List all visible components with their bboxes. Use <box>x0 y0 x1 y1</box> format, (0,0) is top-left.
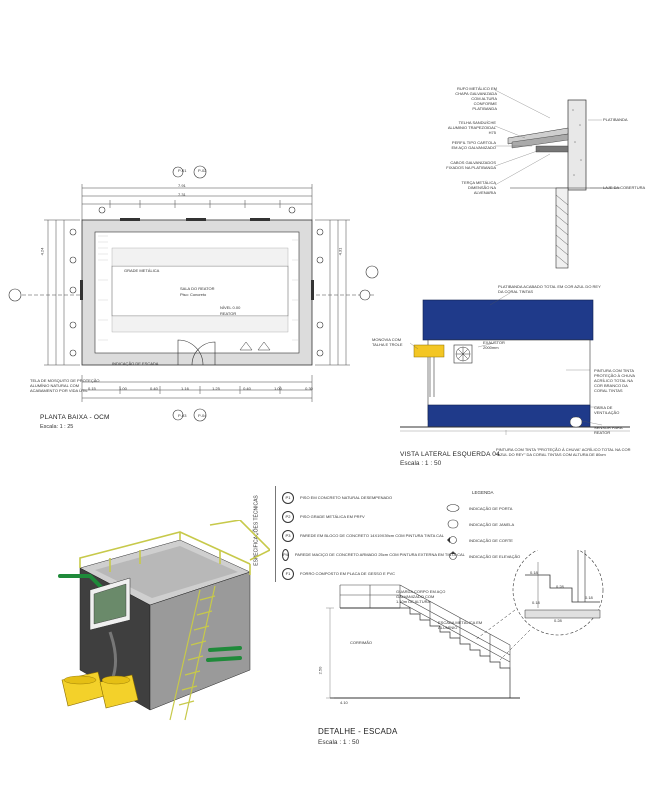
stair-dim-height: 2.50 <box>317 666 323 675</box>
spec-item: F1 FORRO COMPOSTO EM PLACA DE GESSO E PV… <box>282 564 452 583</box>
bottom-dim: 0.30 <box>305 386 313 391</box>
legend-item: INDICAÇÃO DE ELEVAÇÃO <box>445 548 565 564</box>
legend-list: INDICAÇÃO DE PORTA INDICAÇÃO DE JANELA I… <box>445 500 565 564</box>
elevation-label-exhaust: EXAUSTOR 2000mm <box>483 340 505 350</box>
building-3d-render <box>58 520 270 721</box>
elevation-label-vent: CAIXA DE VENTILAÇÃO <box>594 405 620 415</box>
side-dim-right: 4.31 <box>337 247 343 256</box>
elevation-label-base: PINTURA COM TINTA "PROTEÇÃO À CHUVA" ACR… <box>496 447 631 457</box>
inner-width-dim: 7.31 <box>178 192 186 197</box>
elevation-scale: Escala : 1 : 50 <box>400 460 442 467</box>
side-dim-left: 4.24 <box>39 247 45 256</box>
section-label: P-04 <box>198 413 207 418</box>
stair-detail-drawing <box>326 550 604 699</box>
side-elevation-drawing <box>400 292 630 435</box>
stair-dim-total: 4.10 <box>340 700 348 705</box>
legend-item: INDICAÇÃO DE CORTE <box>445 532 565 548</box>
elevation-label-monorail: MONOVIA COM TALHA E TROLE <box>372 337 403 347</box>
section-label: P-03 <box>178 413 187 418</box>
room-name: SALA DO REATOR <box>180 286 215 291</box>
spec-item: P4 PAREDE MACIÇO DE CONCRETO ARMADO 25cm… <box>282 545 465 564</box>
legend-text: INDICAÇÃO DE PORTA <box>469 505 513 511</box>
stair-dim-step: 0.18 <box>530 570 538 575</box>
roof-label-flashing: RUFO METÁLICO EM CHAPA GALVANIZADA COM A… <box>455 86 497 111</box>
roof-section-drawing <box>494 89 620 269</box>
elevation-label-sensor: SENSOR PARA REATOR <box>594 425 623 435</box>
stair-scale: Escala : 1 : 50 <box>318 739 360 746</box>
section-label: P-02 <box>198 168 207 173</box>
floor-plan-drawing <box>8 165 379 422</box>
roof-label-purlin: TERÇA METÁLICA DIMENSÃO NA ALVENARIA <box>461 180 496 195</box>
stair-dim-detail-tread: 0.28 <box>554 618 562 623</box>
stair-dim-step2: 0.18 <box>585 595 593 600</box>
elevation-label-wall: PINTURA COM TINTA PROTEÇÃO À CHUVA ACRÍL… <box>594 368 635 393</box>
room-label: GRADE METÁLICA <box>124 268 160 273</box>
cut-icon <box>447 536 457 544</box>
room-floor: Piso: Concreto <box>180 292 207 297</box>
elevation-label-parapet: PLATIBANDA ACABADO TOTAL EM COR AZUL DO … <box>498 284 601 294</box>
bottom-dim: 1.00 <box>119 386 127 391</box>
roof-label-parapet: PLATIBANDA <box>603 117 628 122</box>
level-note: NÍVEL 0.00 <box>220 305 241 310</box>
callout-bottom: INDICAÇÃO DE ESCADA <box>112 361 159 366</box>
bottom-dim: 1.16 <box>181 386 189 391</box>
legend-item: INDICAÇÃO DE PORTA <box>445 500 565 516</box>
specs-divider <box>275 486 276 582</box>
spec-item: P1 PISO EM CONCRETO NATURAL DESEMPENADO <box>282 488 452 507</box>
legend-title: LEGENDA <box>472 490 494 495</box>
section-label: P-01 <box>178 168 187 173</box>
spec-item: P2 PISO GRADE METÁLICA EM PRFV <box>282 507 452 526</box>
legend-text: INDICAÇÃO DE JANELA <box>469 521 515 527</box>
stair-dim-tread: 0.28 <box>556 584 564 589</box>
spec-code: P4 <box>282 548 289 561</box>
spec-code: F1 <box>282 567 294 580</box>
stair-title: DETALHE - ESCADA <box>318 727 398 736</box>
spec-text: PAREDE EM BLOCO DE CONCRETO 14X19X39cm C… <box>300 533 444 538</box>
reactor-note: REATOR <box>220 311 237 316</box>
bottom-dimensions: 0.15 1.00 0.40 1.16 1.25 0.40 1.00 0.30 <box>88 386 313 391</box>
stair-label-guard: GUARDA CORPO EM AÇO GALVANIZADO COM 1.10… <box>396 589 446 604</box>
callout-left: TELA DE MOSQUITO DE PROTEÇÃO ALUMÍNIO NA… <box>30 378 100 393</box>
bottom-dim: 1.25 <box>212 386 220 391</box>
stair-label-handrail: CORRIMÃO <box>350 640 372 645</box>
spec-code: P3 <box>282 529 294 542</box>
elevation-icon <box>449 551 457 560</box>
spec-item: P3 PAREDE EM BLOCO DE CONCRETO 14X19X39c… <box>282 526 452 545</box>
bottom-dim: 0.40 <box>150 386 158 391</box>
roof-label-slab: LAJE DA COBERTURA <box>603 185 646 190</box>
window-icon <box>447 519 459 529</box>
spec-text: PAREDE MACIÇO DE CONCRETO ARMADO 25cm CO… <box>294 552 465 557</box>
specs-list: P1 PISO EM CONCRETO NATURAL DESEMPENADO … <box>282 488 465 583</box>
bottom-dim: 1.00 <box>274 386 282 391</box>
elevation-title: VISTA LATERAL ESQUERDA 04 <box>400 451 500 458</box>
floor-plan-scale: Escala: 1 : 25 <box>40 424 74 430</box>
legend-text: INDICAÇÃO DE CORTE <box>469 537 513 543</box>
bottom-dim: 0.15 <box>88 386 96 391</box>
spec-text: PISO GRADE METÁLICA EM PRFV <box>300 514 365 519</box>
bottom-dim: 0.40 <box>243 386 251 391</box>
roof-label-cables: CABOS GALVANIZADOS FIXADOS NA PLATIBANDA <box>446 160 496 170</box>
total-width-dim: 7.91 <box>178 183 186 188</box>
roof-label-tile: TELHA SANDUÍCHE ALUMINIO TRAPEZOIDAL H75 <box>447 120 496 135</box>
legend-text: INDICAÇÃO DE ELEVAÇÃO <box>469 553 521 559</box>
spec-text: PISO EM CONCRETO NATURAL DESEMPENADO <box>300 495 393 500</box>
roof-label-profile: PERFIL TIPO CARTOLA EM AÇO GALVANIZADO <box>451 140 496 150</box>
spec-code: P2 <box>282 510 294 523</box>
stair-dim-detail-step: 0.18 <box>532 600 540 605</box>
spec-text: FORRO COMPOSTO EM PLACA DE GESSO E PVC <box>300 571 396 576</box>
floor-plan-title: PLANTA BAIXA - OCM <box>40 414 110 421</box>
legend-item: INDICAÇÃO DE JANELA <box>445 516 565 532</box>
stair-label-rail: ESCADA METÁLICA EM ALUMÍNIO <box>438 620 483 630</box>
spec-code: P1 <box>282 491 294 504</box>
door-icon <box>446 504 460 512</box>
